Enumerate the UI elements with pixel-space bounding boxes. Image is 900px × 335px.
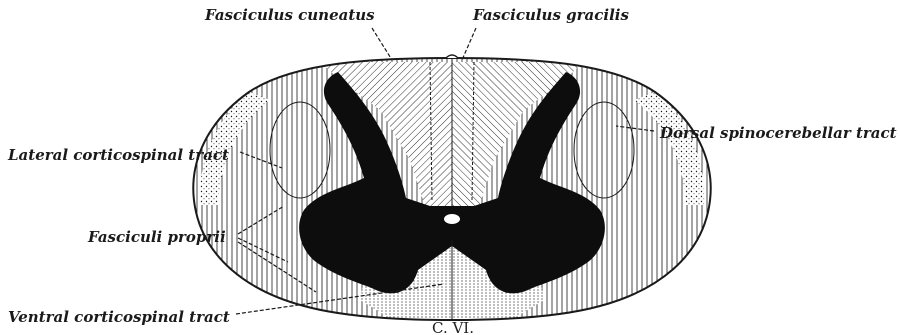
lateral-corticospinal-region-left: [270, 102, 330, 198]
label-lateral-corticospinal-tract: Lateral corticospinal tract: [7, 146, 229, 164]
label-fasciculi-proprii: Fasciculi proprii: [87, 228, 226, 246]
lateral-corticospinal-region-right: [574, 102, 634, 198]
figure-level-label: C. VI.: [432, 319, 474, 335]
spinal-cord-section: [180, 50, 725, 330]
label-fasciculus-cuneatus: Fasciculus cuneatus: [204, 6, 375, 24]
label-fasciculus-gracilis: Fasciculus gracilis: [472, 6, 629, 24]
label-ventral-corticospinal-tract: Ventral corticospinal tract: [8, 308, 230, 326]
central-canal: [444, 214, 460, 224]
label-dorsal-spinocerebellar-tract: Dorsal spinocerebellar tract: [659, 124, 897, 142]
